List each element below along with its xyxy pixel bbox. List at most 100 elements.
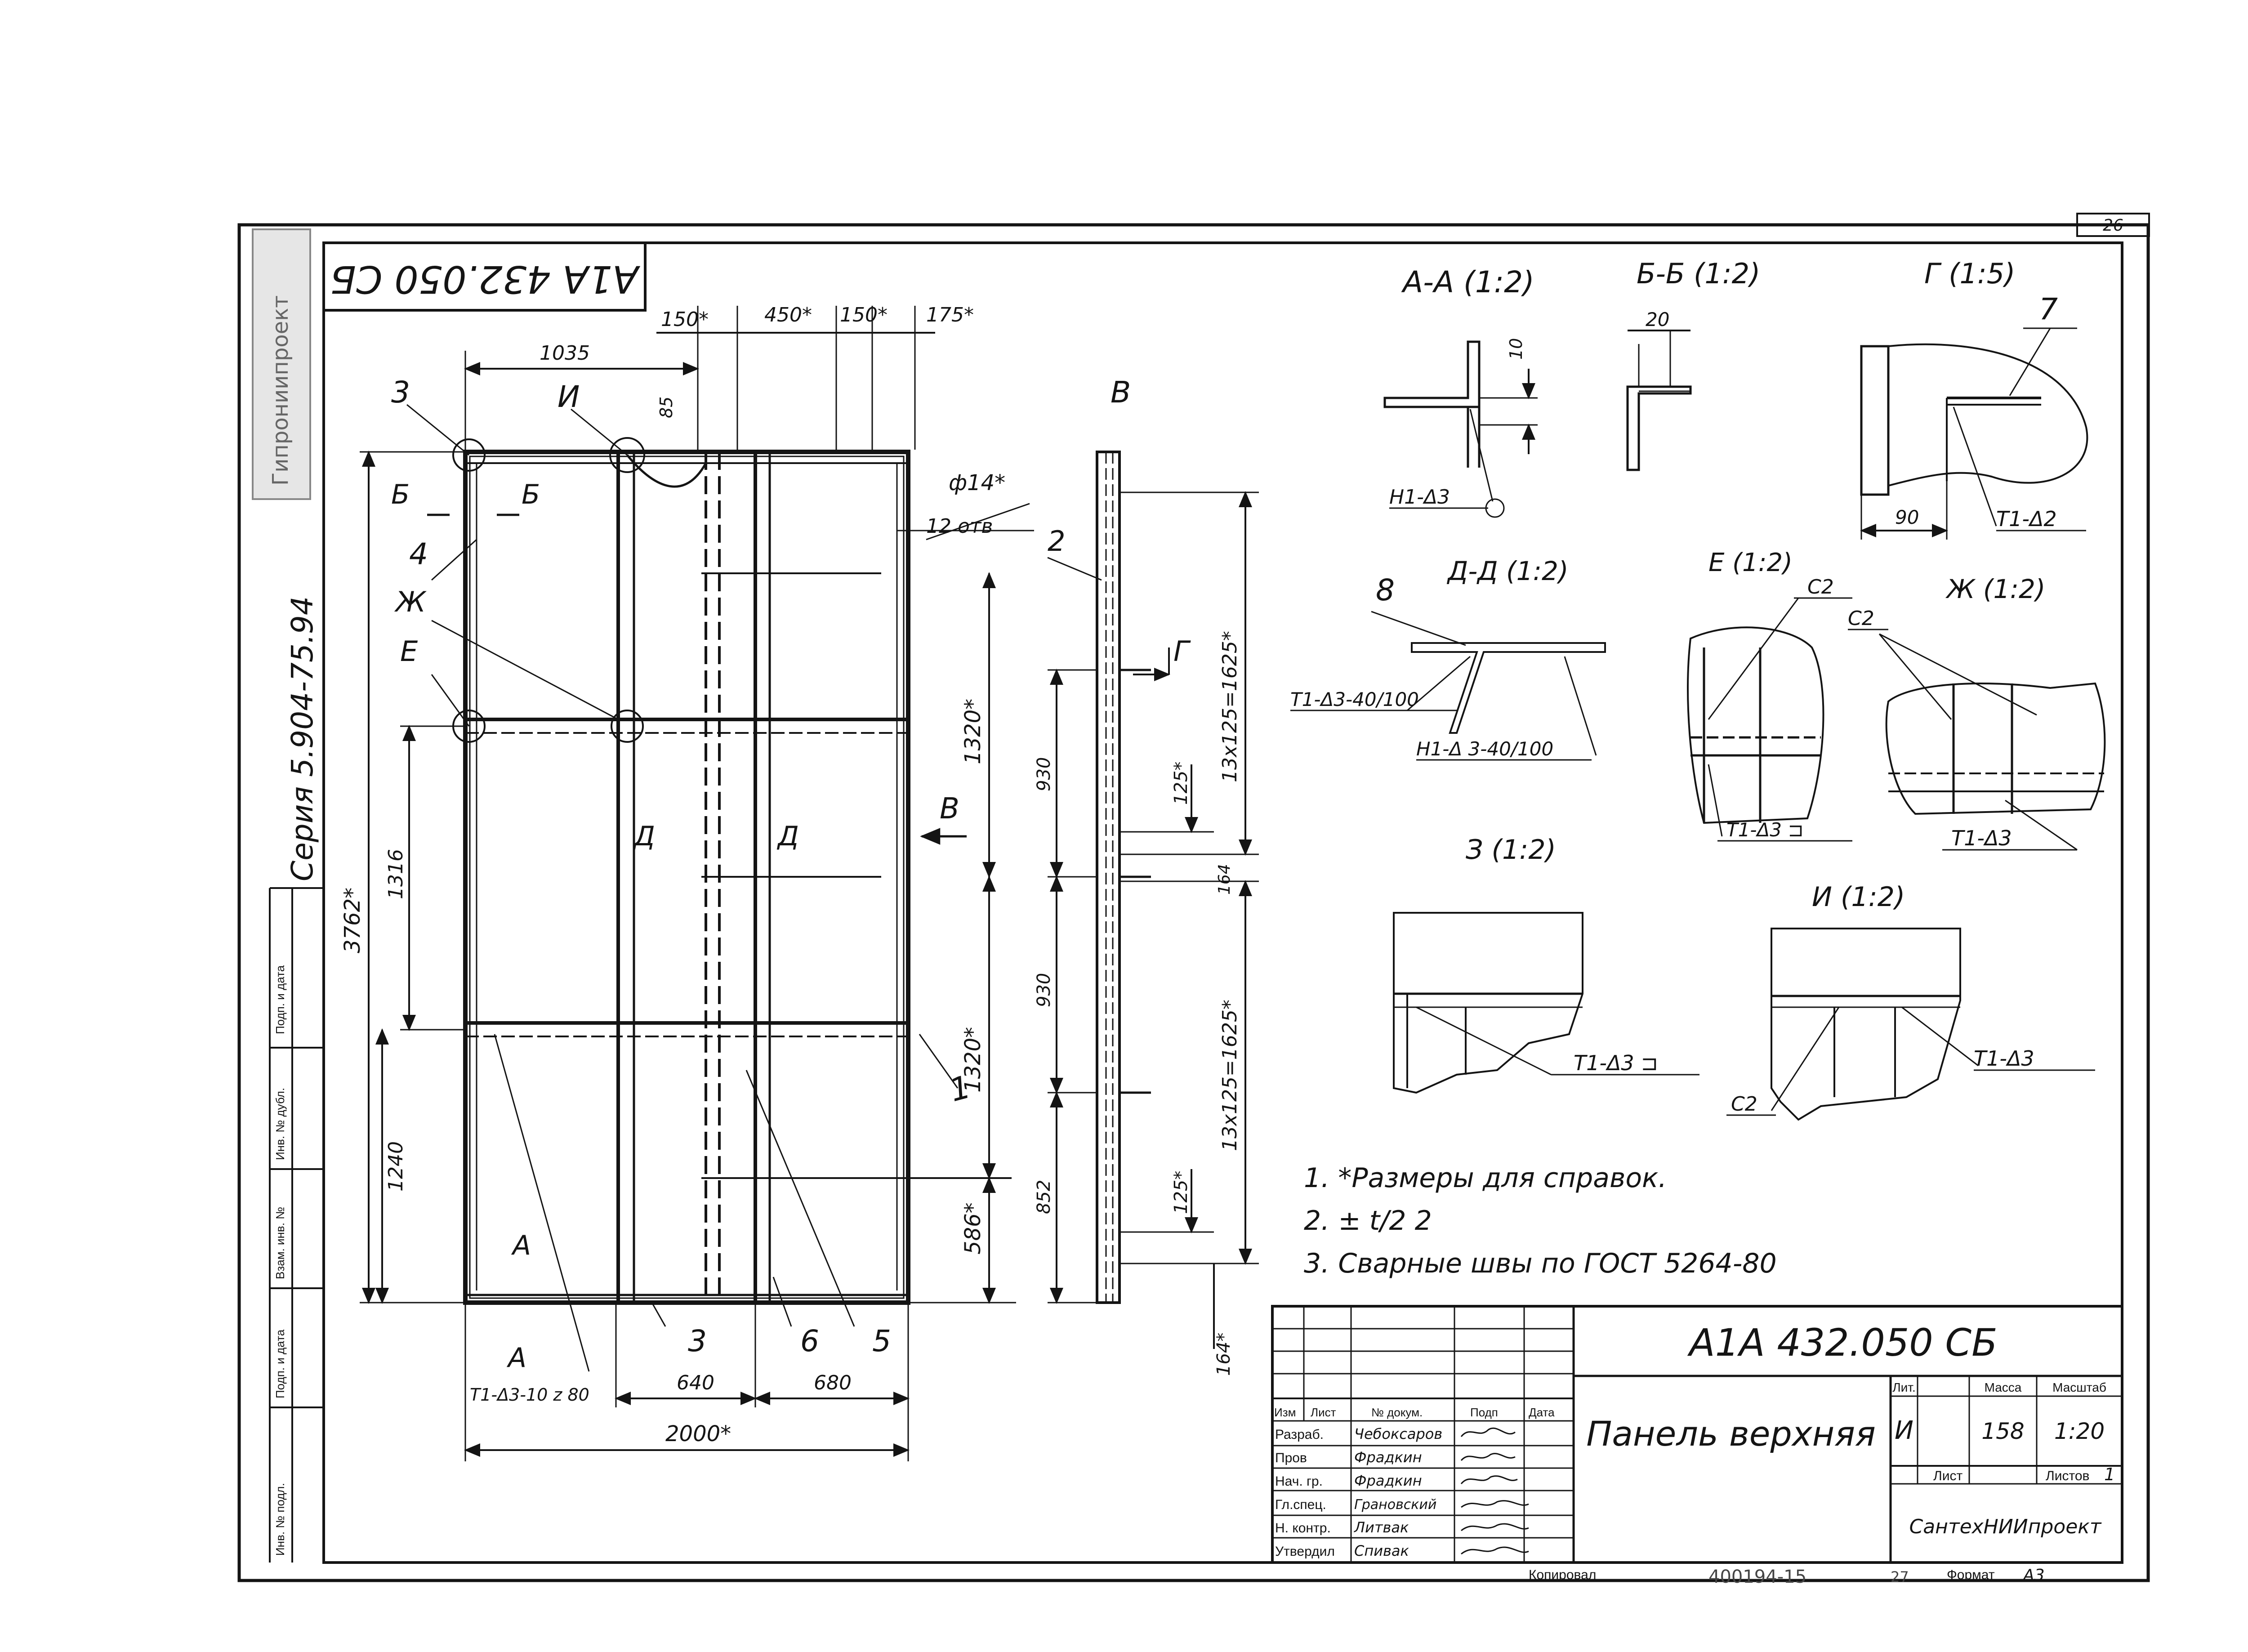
detail-dd-title: Д-Д (1:2) <box>1446 556 1569 586</box>
dim-1320b: 1320* <box>960 1027 986 1093</box>
dim-1035: 1035 <box>540 342 590 365</box>
callout-a2: А <box>506 1342 526 1374</box>
left-strip-field: Подп. и дата <box>273 1329 287 1398</box>
note-3: 3. Сварные швы по ГОСТ 5264-80 <box>1304 1248 1777 1279</box>
callout-4: 4 <box>409 537 428 572</box>
callout-b2: Б <box>522 479 540 510</box>
tb-lit: И <box>1895 1416 1913 1445</box>
detail-i-weld: Т1-Δ3 <box>1974 1046 2034 1071</box>
dim-450: 450* <box>764 304 812 326</box>
side-dim-13x125a: 13x125=1625* <box>1218 631 1241 782</box>
side-dim-125b: 125* <box>1171 1171 1191 1214</box>
detail-bb: Б-Б (1:2) 20 <box>1626 257 1760 471</box>
side-dim-164a: 164 <box>1215 864 1234 895</box>
dim-1316: 1316 <box>384 849 407 899</box>
note-2: 2. ± t/2 2 <box>1304 1205 1432 1237</box>
tb-role: Н. контр. <box>1275 1521 1331 1536</box>
left-strip-dividers <box>270 887 324 1408</box>
detail-i-title: И (1:2) <box>1812 881 1905 913</box>
dim-1320a: 1320* <box>960 699 986 764</box>
tb-name-title: Панель верхняя <box>1586 1414 1876 1454</box>
signatures <box>1460 1427 1529 1555</box>
tb-designation: A1A 432.050 СБ <box>1687 1321 1997 1365</box>
detail-i-label: С2 <box>1731 1093 1757 1116</box>
tb-role: Гл.спец. <box>1275 1497 1326 1512</box>
dim-680: 680 <box>814 1371 852 1394</box>
tb-sheet-label: Лист <box>1933 1469 1963 1483</box>
detail-g-callout: 7 <box>2039 292 2058 326</box>
side-dim-125a: 125* <box>1171 762 1191 805</box>
callout-i: И <box>558 380 580 414</box>
left-strip-field: Инв. № подл. <box>273 1483 287 1556</box>
callout-e: Е <box>400 635 418 668</box>
dim-150a: 150* <box>661 308 709 331</box>
callout-v: В <box>940 792 959 826</box>
tb-name: Литвак <box>1354 1519 1409 1536</box>
tb-scale-label: Масштаб <box>2052 1380 2106 1394</box>
tb-name: Грановский <box>1354 1497 1436 1513</box>
tb-header-list: Лист <box>1311 1406 1336 1419</box>
tb-lit-label: Лит. <box>1892 1380 1916 1394</box>
tb-name: Фрадкин <box>1354 1449 1422 1466</box>
detail-zh-label: С2 <box>1848 607 1874 630</box>
side-view-title: В <box>1111 375 1131 410</box>
side-dim-930a: 930 <box>1034 757 1054 791</box>
format-value: А3 <box>2022 1566 2045 1585</box>
left-strip-field: Взам. инв. № <box>273 1207 287 1279</box>
note-1: 1. *Размеры для справок. <box>1304 1162 1667 1194</box>
designation-rotated-box <box>322 241 647 312</box>
detail-dd-callout: 8 <box>1376 573 1395 607</box>
title-block <box>1271 1305 2123 1564</box>
dim-3762: 3762* <box>340 888 365 953</box>
detail-zh-weld: Т1-Δ3 <box>1951 826 2012 850</box>
detail-aa-dim: 10 <box>1506 338 1526 360</box>
tb-role: Разраб. <box>1275 1427 1324 1442</box>
callout-d1: Д <box>633 821 655 852</box>
detail-aa-title: А-А (1:2) <box>1401 265 1534 299</box>
detail-e-label: С2 <box>1807 576 1834 598</box>
dim-175: 175* <box>926 304 974 326</box>
tb-role: Утвердил <box>1275 1544 1335 1559</box>
main-dimension-lines <box>360 306 1034 1461</box>
tb-organization: СантехНИИпроект <box>1909 1515 2101 1538</box>
side-dim-852: 852 <box>1034 1180 1054 1214</box>
side-dim-13x125b: 13x125=1625* <box>1218 1000 1241 1151</box>
tb-sheets: 1 <box>2104 1464 2115 1484</box>
detail-e: Е (1:2) С2 Т1-Δ3 ⊐ <box>1687 548 1852 842</box>
tb-role: Пров <box>1275 1451 1307 1465</box>
side-dim-164b: 164* <box>1213 1333 1234 1376</box>
callout-d2: Д <box>776 821 799 852</box>
hole-size: ф14* <box>949 470 1005 496</box>
detail-e-weld: Т1-Δ3 ⊐ <box>1726 819 1804 841</box>
left-strip-field: Подп. и дата <box>273 965 287 1034</box>
callout-3-bottom: 3 <box>688 1324 707 1358</box>
sheet-number: 26 <box>2103 216 2123 235</box>
dim-1240: 1240 <box>384 1141 407 1192</box>
tb-sheets-label: Листов <box>2046 1469 2089 1483</box>
detail-z-weld: Т1-Δ3 ⊐ <box>1574 1051 1658 1075</box>
detail-z-title: З (1:2) <box>1466 834 1556 866</box>
dim-2000: 2000* <box>665 1421 731 1447</box>
detail-aa: А-А (1:2) 10 Н1-Δ3 <box>1383 265 1538 518</box>
dim-150b: 150* <box>840 304 888 326</box>
notes: 1. *Размеры для справок. 2. ± t/2 2 3. С… <box>1304 1162 1777 1279</box>
callout-5: 5 <box>872 1324 891 1358</box>
callout-b1: Б <box>391 479 410 510</box>
detail-bb-title: Б-Б (1:2) <box>1637 257 1760 290</box>
detail-aa-weld: Н1-Δ3 <box>1389 486 1450 509</box>
callout-6: 6 <box>800 1324 819 1358</box>
tb-mass: 158 <box>1981 1418 2024 1444</box>
hole-count: 12 отв <box>926 515 993 538</box>
callout-zh: Ж <box>394 585 427 618</box>
side-callout-g: Г <box>1173 635 1191 668</box>
tb-role: Нач. гр. <box>1275 1474 1323 1489</box>
outer-frame <box>237 223 2150 1582</box>
tb-header-sign: Подп <box>1470 1406 1498 1419</box>
tb-header-izm: Изм <box>1274 1406 1296 1419</box>
left-strip-field: Инв. № дубл. <box>273 1088 287 1160</box>
series-text: Серия 5.904-75.94 <box>285 596 320 881</box>
detail-g-weld: Т1-Δ2 <box>1996 507 2057 531</box>
side-dim-930b: 930 <box>1034 973 1054 1007</box>
approval-stamp: Гипрониипроект <box>252 228 311 500</box>
